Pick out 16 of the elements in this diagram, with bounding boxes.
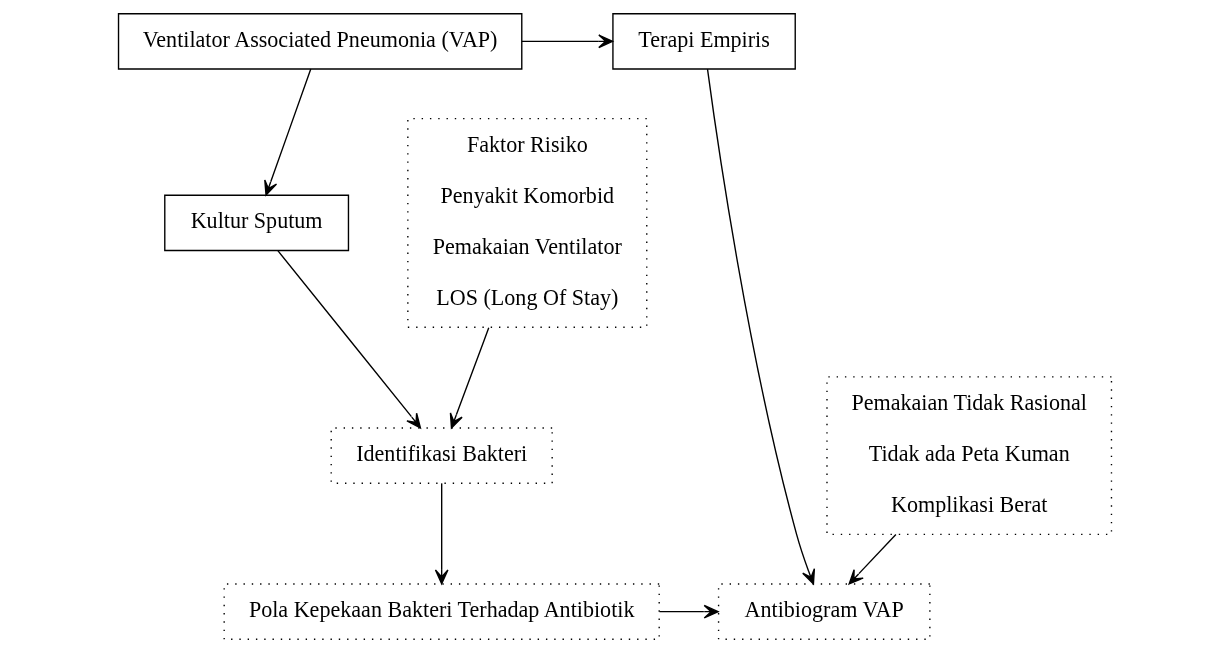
node-box: Identifikasi Bakteri [330,427,553,484]
arrow [520,34,613,49]
arrow [847,533,897,585]
node-box: Terapi Empiris [611,13,796,70]
node-box: Faktor Risiko Penyakit Komorbid Pemakaian Ventilator LOS (Long Of Stay) [406,117,647,328]
arrow [434,482,449,585]
node-box: Ventilator Associated Pneumonia (VAP) [117,13,522,70]
arrow [658,604,719,619]
arrow [706,68,815,585]
arrow [263,68,311,196]
node-box: Pola Kepekaan Bakteri Terhadap Antibiotik [223,583,660,640]
node-box: Antibiogram VAP [717,583,931,640]
node-box: Kultur Sputum [163,194,349,252]
arrow [276,250,421,429]
arrow [449,327,489,429]
node-box: Pemakaian Tidak Rasional Tidak ada Peta Kuman Komplikasi Berat [825,376,1112,536]
